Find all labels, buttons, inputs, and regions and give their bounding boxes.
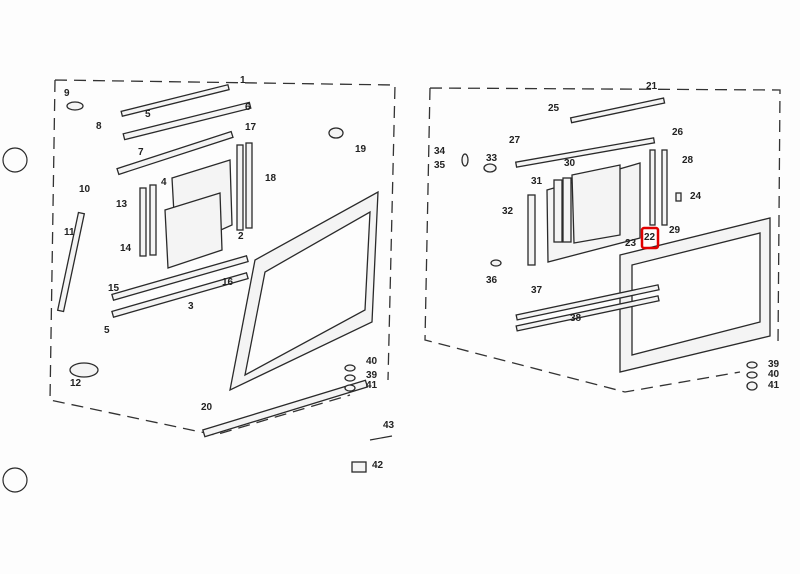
clip-part: [675, 192, 682, 202]
label-group-1: 1: [240, 75, 246, 86]
bottom-strip: [111, 272, 249, 318]
label-group-21: 21: [646, 81, 658, 92]
part-label: 7: [138, 147, 144, 158]
part-strip: [116, 130, 234, 176]
part-strip: [122, 101, 252, 141]
part-label: 41: [366, 380, 378, 391]
part-label: 27: [509, 135, 521, 146]
side-strip: [527, 194, 536, 266]
side-strip: [236, 144, 244, 231]
part-label: 14: [120, 243, 132, 254]
side-strip: [562, 177, 572, 243]
part-label: 18: [265, 173, 277, 184]
bottom-strip: [515, 295, 660, 332]
part-43: [369, 435, 393, 441]
loose-parts: 43 42: [351, 420, 395, 473]
binder-hole: [2, 147, 28, 173]
part-42: [351, 461, 367, 473]
part-label: 39: [768, 359, 780, 370]
part-label: 5: [104, 325, 110, 336]
part-label: 28: [682, 155, 694, 166]
part-label: 20: [201, 402, 213, 413]
part-label: 29: [669, 225, 681, 236]
part-label: 19: [355, 144, 367, 155]
bottom-strip: [111, 255, 249, 301]
part-label: 36: [486, 275, 498, 286]
part-label: 34: [434, 146, 446, 157]
part-label: 38: [570, 313, 582, 324]
side-strip: [661, 149, 668, 226]
part-label: 3: [188, 301, 194, 312]
part-label: 6: [245, 102, 251, 113]
part-label-highlighted[interactable]: 22: [644, 232, 656, 243]
part-label: 12: [70, 378, 82, 389]
part-label: 32: [502, 206, 514, 217]
hinge-part: [69, 362, 99, 378]
binder-hole: [2, 467, 28, 493]
nut: [746, 381, 758, 391]
part-label: 24: [690, 191, 702, 202]
part-label: 30: [564, 158, 576, 169]
side-strip: [149, 184, 157, 256]
side-strip: [139, 187, 147, 257]
washer: [746, 371, 758, 379]
bottom-rail: [202, 379, 369, 438]
part-label: 41: [768, 380, 780, 391]
knob-part: [66, 101, 84, 111]
part-label: 39: [366, 370, 378, 381]
part-label: 16: [222, 277, 234, 288]
part-label: 8: [96, 121, 102, 132]
washer: [746, 361, 758, 369]
highlight-box: [640, 226, 660, 250]
part-label: 26: [672, 127, 684, 138]
assembly-boundary: [424, 87, 781, 393]
part-label: 42: [372, 460, 384, 471]
part-label: 2: [238, 231, 244, 242]
part-strip: [569, 97, 666, 124]
part-label: 35: [434, 160, 446, 171]
part-label: 23: [625, 238, 637, 249]
part-label: 31: [531, 176, 543, 187]
part-label: 17: [245, 122, 257, 133]
washer: [344, 364, 356, 372]
screw-part: [328, 127, 344, 139]
inner-glass: [164, 192, 223, 269]
washer: [344, 374, 356, 382]
part-label: 25: [548, 103, 560, 114]
right-door-assembly: 21 25 26 27 34 35 33 28 30 31 24 32 29 2…: [424, 81, 781, 393]
clip-part: [483, 163, 497, 173]
part-label: 13: [116, 199, 128, 210]
side-strip: [649, 149, 656, 226]
hinge-part: [490, 259, 502, 267]
screw-part: [461, 153, 469, 167]
outer-door-frame: [619, 217, 771, 373]
assembly-boundary: [49, 79, 396, 436]
part-label: 10: [79, 184, 91, 195]
inner-glass: [571, 164, 621, 244]
part-label: 15: [108, 283, 120, 294]
side-strip: [56, 211, 86, 313]
part-label: 40: [366, 356, 378, 367]
part-strip: [514, 137, 656, 168]
part-label: 5: [145, 109, 151, 120]
part-label: 40: [768, 369, 780, 380]
left-door-assembly: 1 9 8 6 5 7 17 19 18 10 4 13 2 14 11 16 …: [49, 75, 396, 438]
part-label: 4: [161, 177, 167, 188]
part-label: 37: [531, 285, 543, 296]
part-label: 9: [64, 88, 70, 99]
outer-door-frame: [229, 190, 379, 392]
part-label: 43: [383, 420, 395, 431]
part-label: 33: [486, 153, 498, 164]
bottom-strip: [515, 284, 660, 321]
nut: [344, 384, 356, 392]
side-strip: [245, 142, 253, 229]
part-label: 11: [64, 227, 75, 238]
side-strip: [553, 179, 563, 243]
part-strip: [120, 83, 230, 118]
